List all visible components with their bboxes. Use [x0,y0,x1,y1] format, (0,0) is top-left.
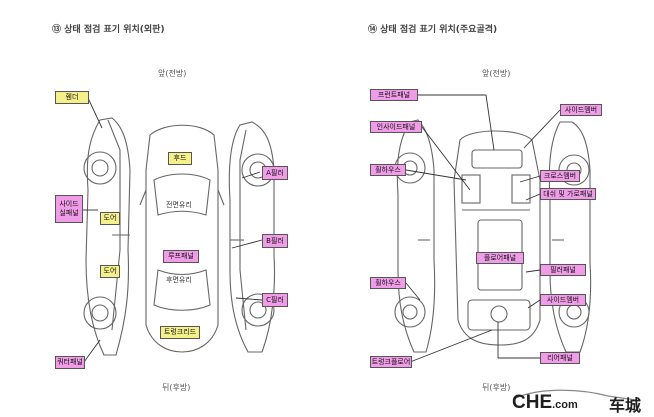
left-profile-body [85,117,131,356]
callout-c-pillar: C필러 [262,293,288,307]
callout-inside-panel: 인사이드패널 [370,121,422,133]
left-panel-heading: ⑬ 상태 점검 표기 위치(외판) [52,25,165,35]
callout-roof-panel: 루프패널 [163,250,199,263]
callout-trunk-lid: 트렁크리드 [160,326,200,339]
right-front-direction-label: 앞(전방) [482,69,511,78]
callout-front-door: 도어 [100,212,120,225]
watermark-chinese: 车城 [609,396,642,415]
callout-leader-lines [82,94,561,363]
callout-floor-panel: 플로어패널 [476,252,524,264]
callout-trunk-floor: 트렁크플로어 [370,356,412,368]
callout-hood: 후드 [168,152,192,165]
callout-b-pillar: B필러 [262,234,288,248]
frame-left-profile [396,119,436,353]
left-rear-direction-label: 뒤(후방) [162,383,191,392]
right-rear-direction-label: 뒤(후방) [482,383,511,392]
callout-cross-member: 크로스멤버 [540,170,580,182]
left-front-direction-label: 앞(전방) [158,69,187,78]
watermark-brand: CHE.com [512,392,578,413]
callout-dash-panel: 대쉬 및 가로패널 [540,188,596,200]
callout-side-sill-panel: 사이드 실패널 [55,195,83,223]
callout-fender: 휀더 [55,91,89,104]
callout-a-pillar: A필러 [262,166,288,180]
top-view-body [145,124,219,353]
callout-quarter-panel: 쿼터패널 [55,356,85,369]
callout-rear-side-member: 사이드멤버 [540,294,586,306]
callout-front-side-member: 사이드멤버 [560,104,602,116]
callout-rear-wheelhouse: 휠하우스 [370,277,406,289]
right-panel-heading: ⑭ 상태 점검 표기 위치(주요골격) [368,25,498,35]
car-outline-watermark-icon [515,389,637,401]
front-glass-label: 전면유리 [166,201,192,209]
right-profile-body [228,121,276,353]
callout-front-wheelhouse: 휠하우스 [370,164,406,176]
callout-rear-panel: 리어패널 [540,352,580,364]
callout-front-panel: 프런트패널 [370,89,418,101]
rear-glass-label: 후면유리 [166,276,192,284]
callout-pillar-panel: 필러패널 [540,264,586,276]
callout-rear-door: 도어 [100,265,120,278]
frame-top-view [453,130,541,346]
